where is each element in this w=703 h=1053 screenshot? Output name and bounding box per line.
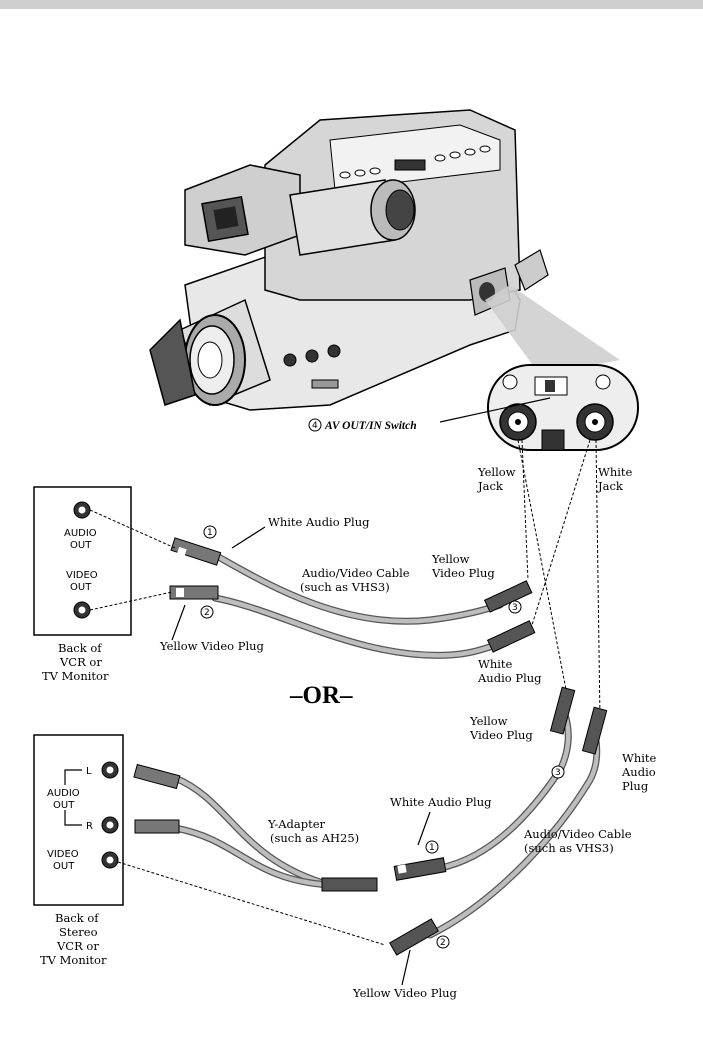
- number-1-bottom: 1: [429, 843, 435, 853]
- y-adapter-label: Y-Adapter: [267, 817, 326, 831]
- back-of-stereo-label-2: Stereo: [59, 925, 98, 939]
- white-audio-plug-bottom: [393, 857, 447, 881]
- yellow-video-plug-bottom: [389, 918, 439, 956]
- yellow-video-plug-bottom-label-1: Yellow Video Plug: [159, 639, 265, 653]
- av-cable-bottom: [426, 711, 601, 939]
- video-out-label-stereo-2: OUT: [53, 861, 75, 872]
- number-2-top: 2: [204, 608, 210, 618]
- number-3-bottom: 3: [555, 768, 561, 778]
- yellow-video-plug-right: [483, 580, 533, 613]
- white-jack-label-2: Jack: [597, 479, 624, 493]
- white-audio-plug-label-3c: Plug: [622, 779, 649, 793]
- jack-panel-closeup: [439, 364, 639, 451]
- y-adapter: [133, 763, 378, 892]
- yellow-jack-label: Yellow: [477, 465, 516, 479]
- back-of-stereo-label: Back of: [55, 911, 99, 925]
- av-cable-label-1b: (such as VHS3): [300, 580, 390, 594]
- yellow-video-plug-label-3b: Video Plug: [469, 728, 533, 742]
- y-adapter-label-2: (such as AH25): [270, 831, 359, 845]
- white-audio-plug-label-3b: Audio: [621, 765, 656, 779]
- r-label: R: [86, 821, 93, 832]
- av-cable-label-2: Audio/Video Cable: [523, 827, 632, 841]
- or-divider: –OR–: [289, 682, 353, 709]
- white-audio-plug-label-1: White Audio Plug: [268, 515, 370, 529]
- audio-out-label-stereo-2: OUT: [53, 800, 75, 811]
- back-of-vcr-label-2: VCR or: [59, 655, 102, 669]
- white-audio-plug-label-2b: Audio Plug: [477, 671, 542, 685]
- video-out-label: VIDEO: [66, 570, 98, 581]
- white-audio-plug-label-3: White: [622, 751, 657, 765]
- av-cable-label-2b: (such as VHS3): [524, 841, 614, 855]
- yellow-video-plug-label-1: Yellow: [431, 552, 470, 566]
- switch-label: AV OUT/IN Switch: [324, 420, 417, 432]
- l-label: L: [86, 766, 92, 777]
- yellow-video-plug-label-3: Yellow: [469, 714, 508, 728]
- yellow-video-plug-label-1b: Video Plug: [431, 566, 495, 580]
- yellow-jack: [499, 403, 537, 441]
- white-audio-plug-right: [486, 620, 536, 653]
- back-of-vcr-label: Back of: [58, 641, 102, 655]
- video-out-label-stereo: VIDEO: [47, 849, 79, 860]
- stereo-vcr-back-panel: [33, 734, 124, 906]
- white-jack: [576, 403, 614, 441]
- camcorder-illustration: [149, 109, 620, 411]
- yellow-video-plug-up: [549, 686, 576, 735]
- switch-number: 4: [312, 421, 318, 431]
- yellow-jack-label-2: Jack: [477, 479, 504, 493]
- yellow-video-plug-bottom-label-2: Yellow Video Plug: [352, 986, 458, 1000]
- white-audio-plug-top: [170, 537, 222, 566]
- number-1-top: 1: [207, 528, 213, 538]
- back-of-stereo-label-3: VCR or: [56, 939, 99, 953]
- video-out-label-2: OUT: [70, 582, 92, 593]
- white-audio-plug-up: [581, 706, 608, 755]
- av-cable-top: [211, 551, 504, 659]
- white-audio-plug-label-4: White Audio Plug: [390, 795, 492, 809]
- audio-out-label-stereo: AUDIO: [47, 788, 80, 799]
- vcr-back-panel: [33, 486, 132, 636]
- audio-out-label: AUDIO: [64, 528, 97, 539]
- av-cable-label-1: Audio/Video Cable: [301, 566, 410, 580]
- white-audio-plug-label-2: White: [478, 657, 513, 671]
- back-of-stereo-label-4: TV Monitor: [40, 953, 107, 967]
- white-jack-label: White: [598, 465, 633, 479]
- yellow-video-plug-top: [169, 585, 219, 600]
- audio-out-label-2: OUT: [70, 540, 92, 551]
- number-2-bottom: 2: [440, 938, 446, 948]
- back-of-vcr-label-3: TV Monitor: [42, 669, 109, 683]
- top-bar: [0, 0, 703, 9]
- number-3-top: 3: [512, 603, 518, 613]
